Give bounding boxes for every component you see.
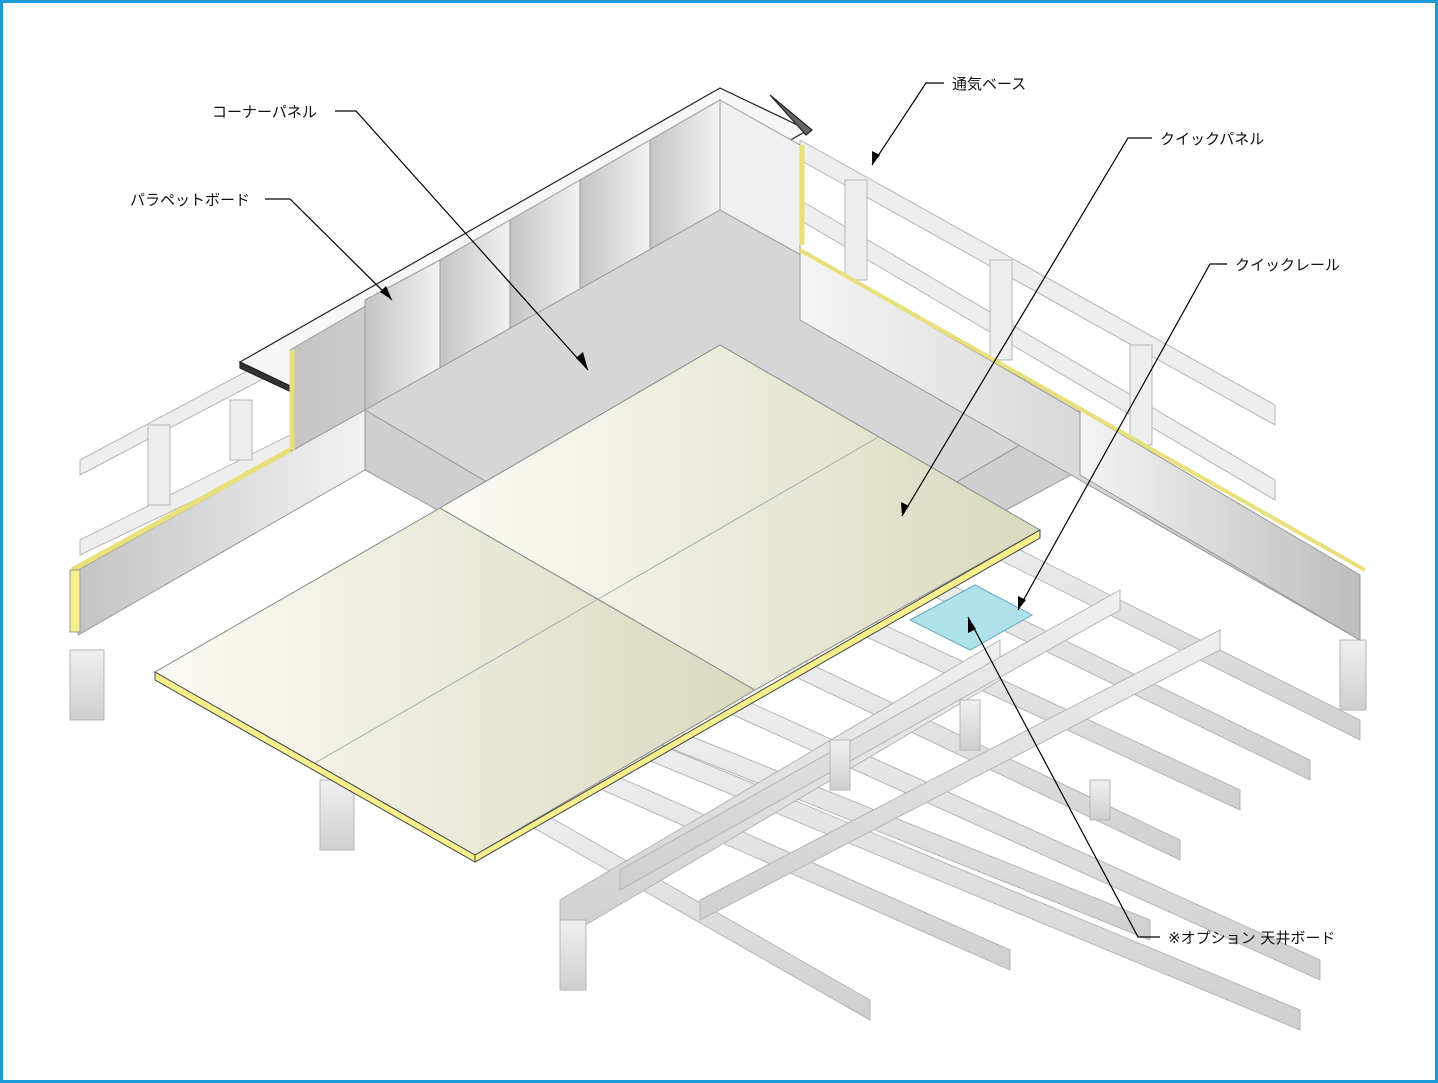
right-wall bbox=[799, 248, 1366, 641]
leader-arrows bbox=[380, 151, 1026, 633]
ceiling-board bbox=[908, 584, 1034, 651]
leader-lines bbox=[265, 82, 1227, 938]
parapet-board-label: パラペットボード bbox=[130, 191, 250, 209]
quick-rail-label: クイックレール bbox=[1235, 256, 1340, 274]
ceiling-board-label: ※オプション 天井ボード bbox=[1168, 929, 1335, 947]
quick-panel-label: クイックパネル bbox=[1160, 130, 1264, 148]
quick-panels bbox=[153, 344, 1042, 863]
corner-panel-label: コーナーパネル bbox=[212, 103, 317, 121]
steel-frame bbox=[69, 519, 1367, 1031]
left-lower-wall bbox=[69, 145, 805, 636]
vent-base-label: 通気ベース bbox=[952, 75, 1026, 93]
